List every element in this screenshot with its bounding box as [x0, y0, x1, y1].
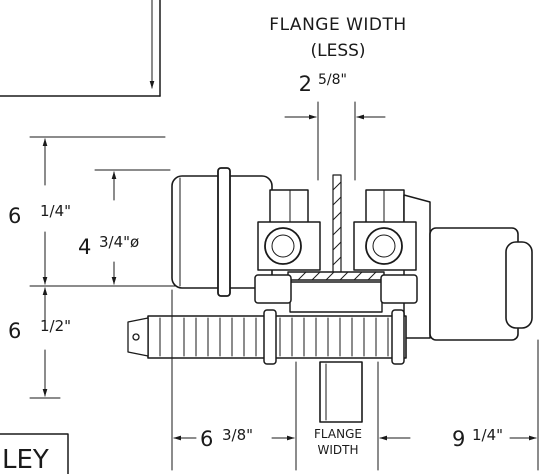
flange-width-less-label: (LESS): [310, 41, 365, 61]
top-reference-frame: [0, 0, 161, 97]
dimension-2-5-8: 2 5/8": [284, 72, 386, 181]
shaft-left-collar: [263, 309, 277, 365]
right-wheel: [365, 227, 403, 265]
shaft-right-collar: [391, 309, 405, 365]
title-block-text: LEY: [2, 445, 49, 474]
flange-width-bottom-line2: WIDTH: [318, 443, 359, 457]
axle-housing: [289, 281, 383, 313]
beam-web: [332, 174, 342, 276]
dim-6-1-2-whole: 6: [8, 319, 21, 343]
left-motor-band: [217, 167, 231, 297]
dim-6-3-8-whole: 6: [200, 427, 213, 451]
shaft-end-pin: [132, 333, 140, 341]
flange-width-title: FLANGE WIDTH: [269, 15, 406, 35]
left-vertical-dimensions: [29, 136, 201, 399]
dim-9-1-4-fraction: 1/4": [472, 426, 503, 444]
dim-9-1-4-whole: 9: [452, 427, 465, 451]
flange-width-bottom-line1: FLANGE: [314, 427, 362, 441]
title-block: LEY: [0, 433, 69, 474]
dim-6-1-2-fraction: 1/2": [40, 317, 71, 335]
left-wheel: [264, 227, 302, 265]
dim-4-3-4-whole: 4: [78, 235, 91, 259]
dim-2-fraction: 5/8": [318, 72, 347, 88]
right-motor-housing: [429, 227, 519, 341]
lower-gear-shaft: [147, 315, 407, 359]
right-motor-endcap: [505, 241, 533, 329]
right-clamp: [380, 274, 418, 304]
dim-6-1-4-whole: 6: [8, 204, 21, 228]
lower-clevis: [319, 361, 363, 423]
dim-2-whole: 2: [299, 72, 312, 96]
dim-6-1-4-fraction: 1/4": [40, 202, 71, 220]
dim-6-3-8-fraction: 3/8": [222, 426, 253, 444]
bottom-dimensions: [171, 289, 539, 471]
title-block-box: [0, 433, 69, 474]
trolley-assembly: [127, 167, 533, 423]
dim-4-3-4-fraction: 3/4"ø: [99, 233, 139, 251]
left-clamp: [254, 274, 292, 304]
